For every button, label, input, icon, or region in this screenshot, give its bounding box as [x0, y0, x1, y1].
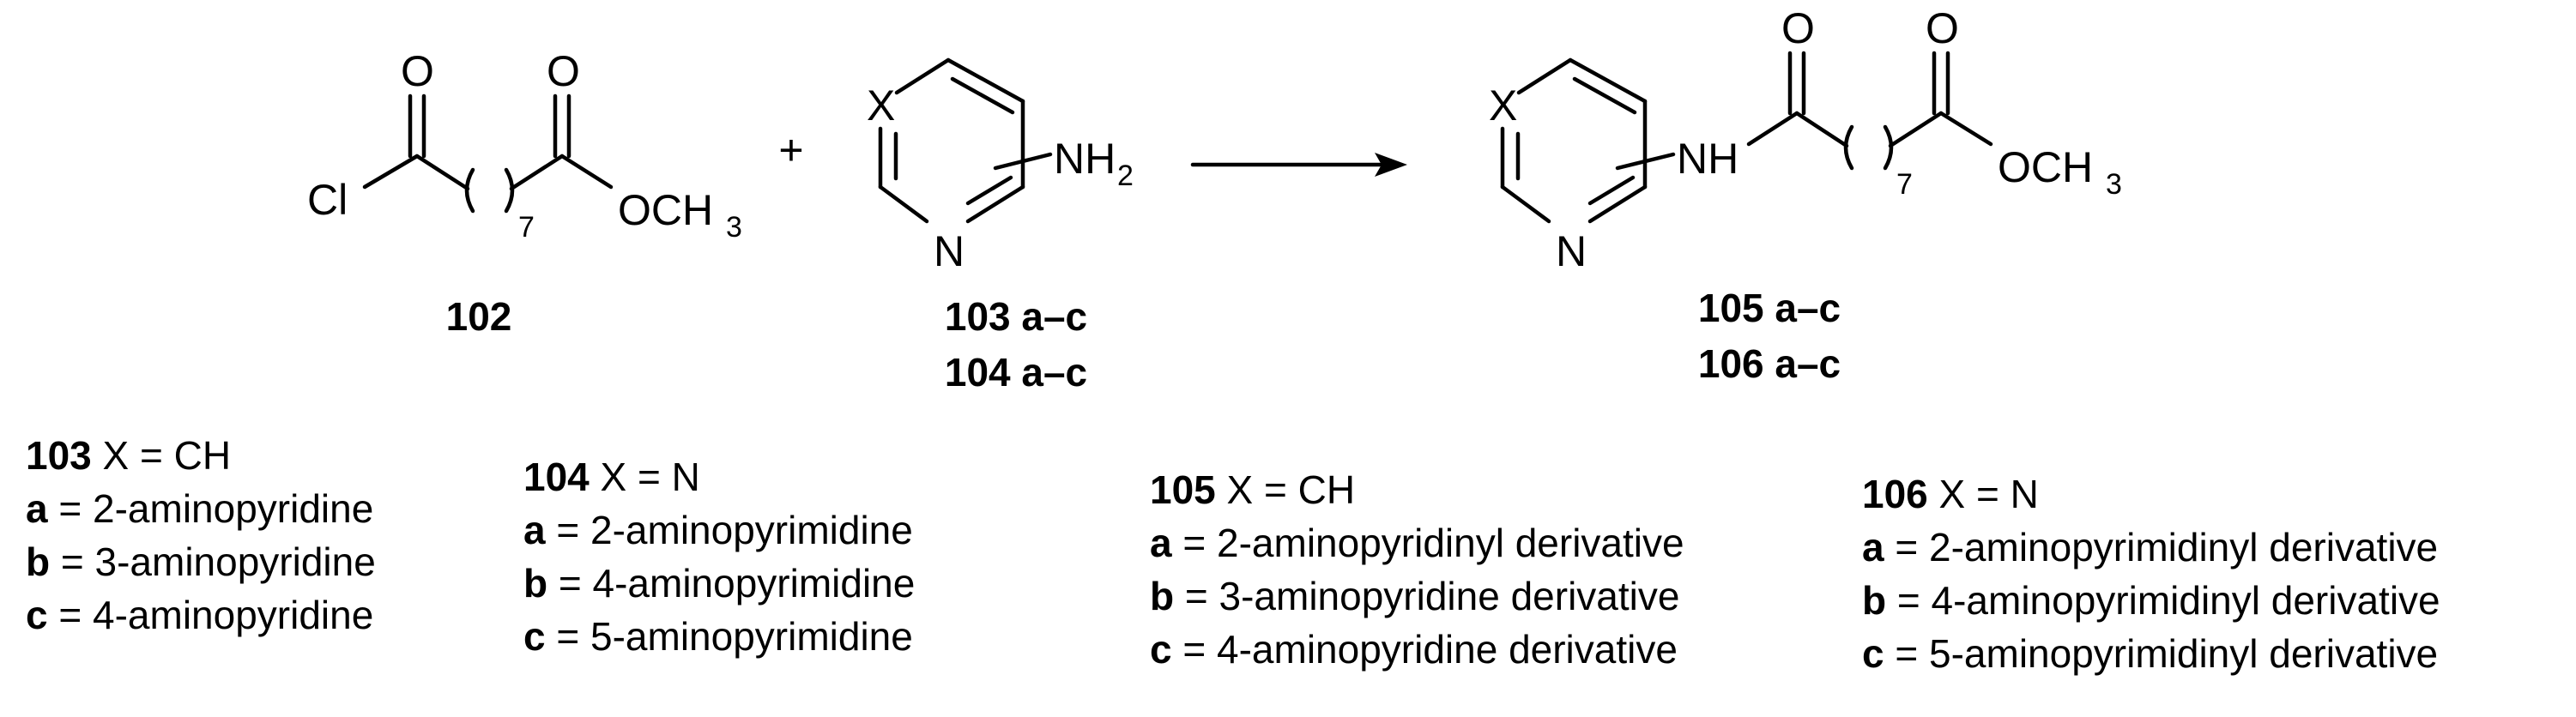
legend-item: a = 2-aminopyrimidine — [523, 503, 915, 557]
legend-item-key: b — [26, 539, 51, 584]
legend-item-key: b — [1862, 578, 1887, 623]
product-structure — [1500, 51, 1993, 224]
legend-item-text: = 2-aminopyrimidine — [545, 508, 913, 552]
compound-id-105: 105 a–c — [1698, 286, 1841, 330]
legend-item: b = 4-aminopyrimidine — [523, 557, 915, 610]
legend-compound-id: 106 — [1862, 472, 1928, 516]
legend-item-key: c — [26, 593, 48, 637]
legend-header: 106 X = N — [1862, 467, 2440, 521]
product-methoxy-subscript: 3 — [2106, 168, 2122, 201]
legend-header: 104 X = N — [523, 450, 915, 503]
legend-item-key: c — [1862, 631, 1884, 676]
legend-item-key: a — [523, 508, 546, 552]
compound-id-103: 103 a–c — [945, 294, 1087, 339]
legend-104: 104 X = N a = 2-aminopyrimidine b = 4-am… — [523, 450, 915, 663]
repeat-count-label: 7 — [518, 211, 535, 244]
legend-item-text: = 4-aminopyrimidine — [547, 561, 916, 606]
reaction-arrow — [1190, 153, 1407, 177]
methoxy-subscript: 3 — [726, 211, 742, 244]
chlorine-atom-label: Cl — [307, 176, 348, 224]
methoxy-label: OCH — [618, 186, 713, 234]
product-ester-oxygen-label: O — [1926, 4, 1959, 52]
legend-item-key: b — [523, 561, 548, 606]
ring-nitrogen-label: N — [934, 227, 964, 275]
legend-item-text: = 4-aminopyridine derivative — [1171, 627, 1678, 672]
product-repeat-count-label: 7 — [1896, 168, 1913, 201]
legend-header-text: X = N — [1927, 472, 2039, 516]
legend-item-text: = 4-aminopyrimidinyl derivative — [1886, 578, 2440, 623]
legend-item: c = 4-aminopyridine — [26, 588, 376, 642]
legend-header: 103 X = CH — [26, 429, 376, 482]
legend-item: c = 5-aminopyrimidinyl derivative — [1862, 627, 2440, 680]
product-ring-x-label: X — [1489, 81, 1517, 130]
legend-header-text: X = CH — [1215, 467, 1356, 512]
legend-item-key: a — [1150, 521, 1172, 565]
legend-item: c = 5-aminopyrimidine — [523, 610, 915, 663]
legend-105: 105 X = CH a = 2-aminopyridinyl derivati… — [1150, 463, 1684, 676]
legend-item: b = 3-aminopyridine derivative — [1150, 569, 1684, 623]
amide-nh-label: NH — [1677, 135, 1738, 183]
product-methoxy-label: OCH — [1998, 143, 2093, 191]
legend-item-key: b — [1150, 574, 1175, 618]
legend-item-key: a — [26, 486, 48, 531]
legend-item: a = 2-aminopyridine — [26, 482, 376, 535]
legend-item-key: c — [523, 614, 546, 659]
legend-header: 105 X = CH — [1150, 463, 1684, 516]
legend-compound-id: 105 — [1150, 467, 1216, 512]
legend-item: a = 2-aminopyrimidinyl derivative — [1862, 521, 2440, 574]
legend-header-text: X = CH — [91, 433, 232, 478]
legend-compound-id: 104 — [523, 455, 590, 499]
compound-id-102: 102 — [446, 294, 512, 339]
legend-item-key: a — [1862, 525, 1884, 569]
product-ring-nitrogen-label: N — [1556, 227, 1587, 275]
legend-item: c = 4-aminopyridine derivative — [1150, 623, 1684, 676]
ester-carbonyl-oxygen-label: O — [547, 47, 580, 95]
compound-id-106: 106 a–c — [1698, 341, 1841, 386]
aminoazine-ring-structure — [878, 57, 1053, 224]
amide-oxygen-label: O — [1781, 4, 1815, 52]
legend-item-text: = 2-aminopyridinyl derivative — [1171, 521, 1684, 565]
compound-id-104: 104 a–c — [945, 350, 1087, 395]
legend-item-text: = 3-aminopyridine — [50, 539, 376, 584]
compound-102-structure — [362, 93, 614, 214]
legend-103: 103 X = CH a = 2-aminopyridine b = 3-ami… — [26, 429, 376, 642]
legend-item: b = 4-aminopyrimidinyl derivative — [1862, 574, 2440, 627]
ring-x-position-label: X — [867, 81, 895, 130]
legend-item-key: c — [1150, 627, 1172, 672]
legend-item-text: = 4-aminopyridine — [47, 593, 374, 637]
legend-item-text: = 3-aminopyridine derivative — [1174, 574, 1680, 618]
legend-compound-id: 103 — [26, 433, 92, 478]
legend-item-text: = 5-aminopyrimidine — [545, 614, 913, 659]
legend-item-text: = 5-aminopyrimidinyl derivative — [1884, 631, 2439, 676]
legend-item-text: = 2-aminopyrimidinyl derivative — [1884, 525, 2439, 569]
legend-item-text: = 2-aminopyridine — [47, 486, 374, 531]
legend-header-text: X = N — [589, 455, 700, 499]
carbonyl-oxygen-label: O — [401, 47, 434, 95]
plus-sign: + — [778, 126, 803, 174]
amine-group-label: NH — [1054, 135, 1116, 183]
legend-item: b = 3-aminopyridine — [26, 535, 376, 588]
legend-item: a = 2-aminopyridinyl derivative — [1150, 516, 1684, 569]
legend-106: 106 X = N a = 2-aminopyrimidinyl derivat… — [1862, 467, 2440, 680]
amine-subscript: 2 — [1117, 160, 1134, 192]
